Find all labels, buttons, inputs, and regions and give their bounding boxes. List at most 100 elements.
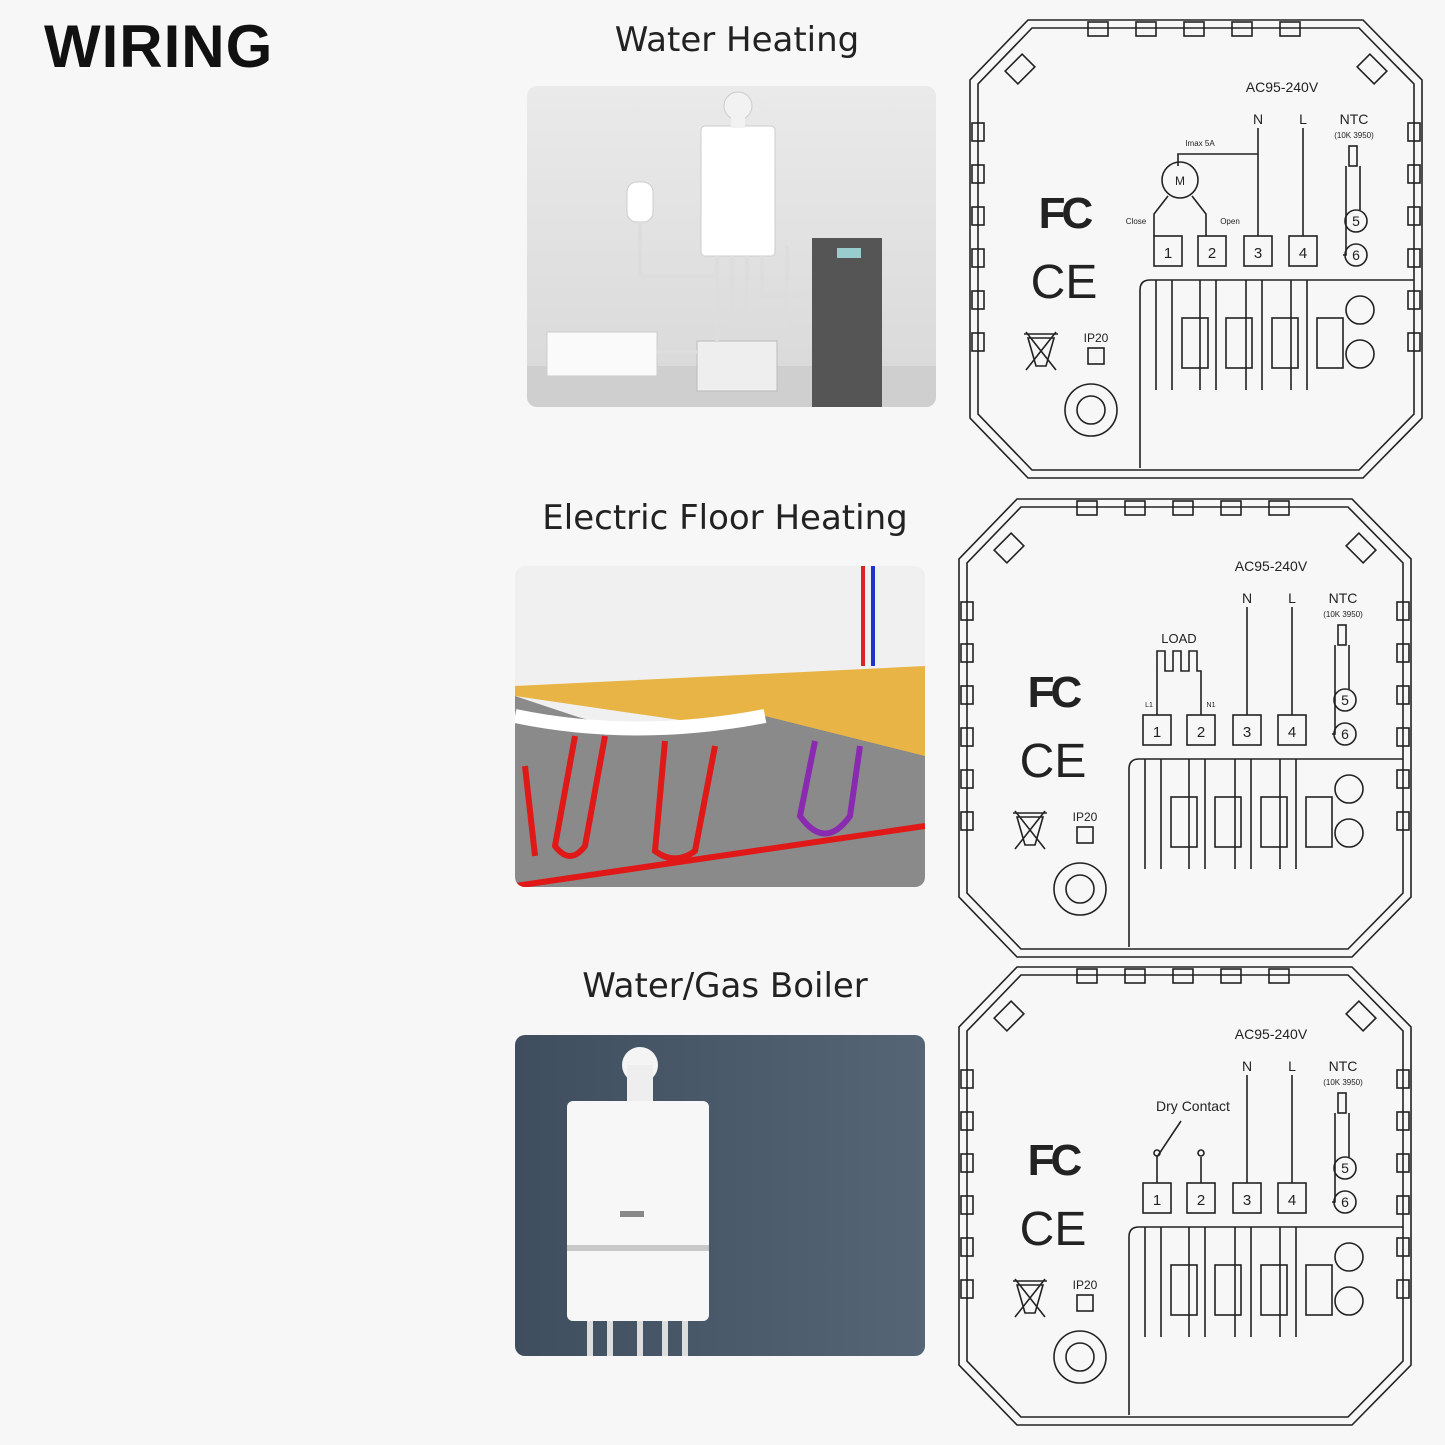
- led-hole: [1345, 295, 1375, 325]
- terminal-screw-window: [1305, 796, 1333, 848]
- mount-tab: [1396, 1111, 1410, 1131]
- mount-tab: [1396, 1237, 1410, 1257]
- mount-tab: [1231, 21, 1253, 37]
- voltage-label: AC95-240V: [1235, 558, 1308, 574]
- corner-clip: [1345, 1000, 1377, 1032]
- mount-tab: [971, 248, 985, 268]
- mount-tab: [1124, 500, 1146, 516]
- live-label: L: [1288, 590, 1296, 606]
- fcc-logo: FC: [1028, 1136, 1082, 1185]
- mount-tab: [1076, 968, 1098, 984]
- ntc-probe-wire: [1332, 1113, 1350, 1203]
- mount-tab: [1268, 968, 1290, 984]
- mount-tab: [960, 769, 974, 789]
- panel-outline: [958, 498, 1412, 958]
- mount-tab: [1268, 500, 1290, 516]
- ip-rating-icon: [1076, 826, 1094, 844]
- dry-contact-switch: [1156, 1120, 1202, 1183]
- terminal-screw-window: [1170, 1264, 1198, 1316]
- terminal-slot: [1155, 280, 1173, 390]
- terminal-slot: [1188, 1227, 1206, 1337]
- ce-logo: CE: [1020, 1203, 1087, 1256]
- neutral-label: N: [1242, 590, 1252, 606]
- sensor-terminal-number: 5: [1341, 1160, 1349, 1176]
- panel-outline-inner: [977, 27, 1415, 471]
- knob-inner: [1076, 395, 1106, 425]
- terminal-screw-window: [1181, 317, 1209, 369]
- ntc-probe-tip: [1337, 1092, 1347, 1114]
- ntc-label: NTC: [1329, 590, 1358, 606]
- mount-tab: [1396, 1153, 1410, 1173]
- section-heading-floor-heating: Electric Floor Heating: [542, 498, 908, 538]
- ce-logo: CE: [1031, 256, 1098, 309]
- terminal-screw-window: [1316, 317, 1344, 369]
- terminal-3: [1232, 714, 1262, 746]
- terminal-3: [1243, 235, 1273, 267]
- section-heading-boiler: Water/Gas Boiler: [582, 966, 868, 1006]
- terminal-slot: [1290, 280, 1308, 390]
- mount-tab: [960, 811, 974, 831]
- sensor-terminal-number: 5: [1352, 213, 1360, 229]
- ip-rating-icon: [1076, 1294, 1094, 1312]
- section-heading-water-heating: Water Heating: [614, 20, 860, 60]
- current-label: Imax 5A: [1185, 139, 1215, 148]
- terminal-slot: [1199, 280, 1217, 390]
- terminal-slot: [1234, 759, 1252, 869]
- corner-clip: [1345, 532, 1377, 564]
- mount-tab: [1407, 164, 1421, 184]
- panel-outline: [969, 19, 1423, 479]
- neutral-label: N: [1253, 111, 1263, 127]
- mount-tab: [1407, 122, 1421, 142]
- terminal-4: [1288, 235, 1318, 267]
- terminal-number: 1: [1153, 724, 1161, 741]
- sensor-terminal-6: [1344, 243, 1368, 267]
- terminal-screw-window: [1225, 317, 1253, 369]
- mount-tab: [1279, 21, 1301, 37]
- led-hole: [1334, 1286, 1364, 1316]
- terminal-number: 2: [1197, 1192, 1205, 1209]
- mount-tab: [960, 1111, 974, 1131]
- fcc-logo: FC: [1028, 668, 1082, 717]
- ntc-probe-tip: [1337, 624, 1347, 646]
- knob: [1064, 383, 1118, 437]
- mount-tab: [1135, 21, 1157, 37]
- ntc-label: NTC: [1329, 1058, 1358, 1074]
- ntc-spec-label: (10K 3950): [1334, 131, 1374, 140]
- led-hole: [1334, 818, 1364, 848]
- sensor-terminal-number: 6: [1341, 726, 1349, 742]
- mount-tab: [1183, 21, 1205, 37]
- dry-contact-label: Dry Contact: [1156, 1098, 1230, 1114]
- terminal-number: 3: [1243, 1192, 1251, 1209]
- mount-tab: [1407, 332, 1421, 352]
- corner-clip: [1356, 53, 1388, 85]
- mount-tab: [1396, 727, 1410, 747]
- voltage-label: AC95-240V: [1235, 1026, 1308, 1042]
- contact-point: [1197, 1149, 1205, 1157]
- close-label: Close: [1126, 217, 1147, 226]
- led-hole: [1345, 339, 1375, 369]
- terminal-slot: [1234, 1227, 1252, 1337]
- mount-tab: [1396, 685, 1410, 705]
- terminal-number: 1: [1153, 1192, 1161, 1209]
- terminal-slot: [1245, 280, 1263, 390]
- ntc-probe-wire: [1332, 645, 1350, 735]
- terminal-screw-window: [1214, 1264, 1242, 1316]
- terminal-2: [1197, 235, 1227, 267]
- corner-clip: [993, 1000, 1025, 1032]
- ntc-probe-tip: [1348, 145, 1358, 167]
- sensor-terminal-6: [1333, 1190, 1357, 1214]
- valve-motor: [1161, 161, 1199, 199]
- led-hole: [1334, 774, 1364, 804]
- sensor-terminal-number: 6: [1352, 247, 1360, 263]
- mount-tab: [1124, 968, 1146, 984]
- terminal-screw-window: [1170, 796, 1198, 848]
- corner-clip: [1004, 53, 1036, 85]
- terminal-slot: [1144, 1227, 1162, 1337]
- mount-tab: [971, 206, 985, 226]
- led-hole: [1334, 1242, 1364, 1272]
- open-label: Open: [1220, 217, 1240, 226]
- voltage-label: AC95-240V: [1246, 79, 1319, 95]
